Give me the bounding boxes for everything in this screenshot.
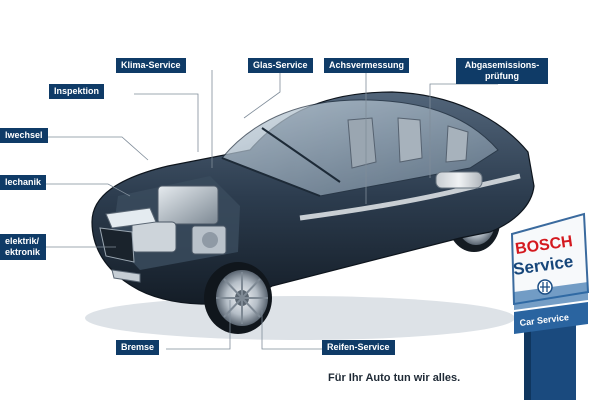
sign-pole xyxy=(524,322,576,400)
label-abgasemissionspruefung: Abgasemissions- prüfung xyxy=(456,58,548,84)
engine-bay xyxy=(112,176,240,270)
label-oelwechsel: lwechsel xyxy=(0,128,48,143)
muffler xyxy=(435,171,483,189)
front-wheel xyxy=(204,262,272,334)
label-klima-service: Klima-Service xyxy=(116,58,186,73)
tagline: Für Ihr Auto tun wir alles. xyxy=(328,372,461,384)
label-achsvermessung: Achsvermessung xyxy=(324,58,410,73)
leader-lines xyxy=(44,70,498,350)
car-shadow xyxy=(85,296,515,340)
label-bremse: Bremse xyxy=(116,340,160,355)
label-elektrik-elektronik: elektrik/ ektronik xyxy=(0,234,46,260)
label-glas-service: Glas-Service xyxy=(248,58,313,73)
windshield-frame xyxy=(221,127,341,197)
label-abgas-line2: prüfung xyxy=(485,71,519,81)
fog-light xyxy=(111,269,141,283)
headlight xyxy=(105,207,157,229)
exhaust-pipe xyxy=(299,173,521,221)
label-elektrik-line1: elektrik/ xyxy=(5,236,40,246)
label-mechanik: lechanik xyxy=(0,175,47,190)
label-abgas-line1: Abgasemissions- xyxy=(464,60,540,70)
label-elektrik-line2: ektronik xyxy=(5,247,41,257)
label-inspektion: Inspektion xyxy=(49,84,105,99)
bosch-service-sign: BOSCH Service Car Service xyxy=(510,212,590,400)
interior-seats xyxy=(347,117,469,169)
bosch-logo-icon xyxy=(537,279,553,295)
label-reifen-service: Reifen-Service xyxy=(322,340,395,355)
sign-subpanel xyxy=(514,302,588,334)
